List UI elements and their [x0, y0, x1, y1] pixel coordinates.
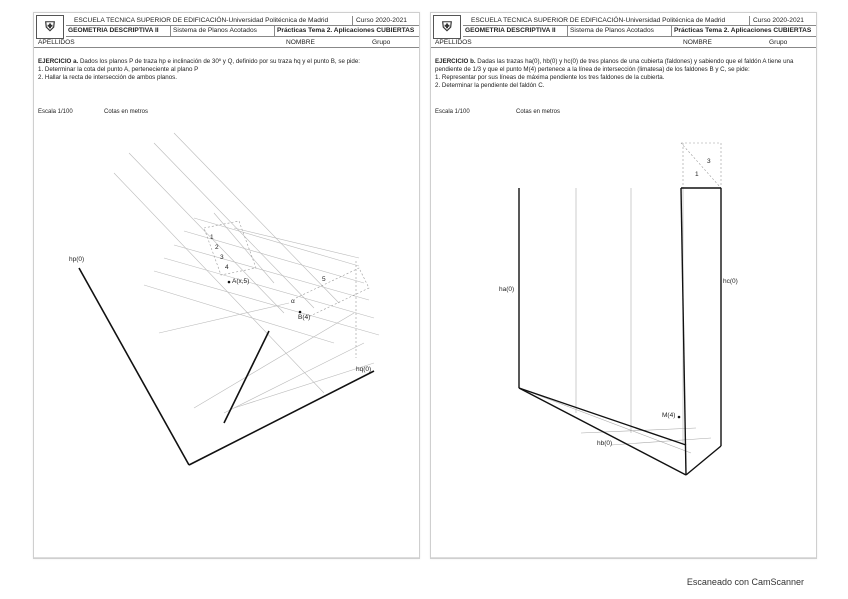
label-ha: ha(0): [499, 286, 514, 293]
group-field: Grupo: [769, 39, 788, 46]
exercise-sheet-b: ⛨ ESCUELA TECNICA SUPERIOR DE EDIFICACIÓ…: [430, 12, 817, 559]
exercise-title: EJERCICIO b.: [435, 58, 476, 65]
label-1: 1: [695, 171, 699, 178]
sheet-header: ⛨ ESCUELA TECNICA SUPERIOR DE EDIFICACIÓ…: [431, 13, 816, 48]
system-name: Sistema de Planos Acotados: [173, 27, 257, 34]
header-row-school: ESCUELA TECNICA SUPERIOR DE EDIFICACIÓN-…: [463, 16, 816, 26]
exercise-item-2: 2. Determinar la pendiente del faldón C.: [435, 82, 545, 89]
label-alpha: α: [291, 298, 295, 305]
construction-box: [295, 267, 370, 319]
slope-triangle: [680, 142, 722, 189]
school-name: ESCUELA TECNICA SUPERIOR DE EDIFICACIÓN-…: [471, 17, 726, 24]
guide-line: [163, 257, 375, 319]
label-1: 1: [210, 234, 214, 241]
guide-line: [193, 312, 355, 409]
guide-line: [213, 212, 275, 284]
guide-line: [153, 270, 380, 336]
guide-line: [223, 342, 365, 414]
trace-hb: [518, 387, 687, 446]
units-note: Cotas en metros: [516, 109, 561, 115]
label-3: 3: [220, 254, 224, 261]
point-b: [298, 310, 302, 314]
label-hq: hq(0): [356, 366, 371, 373]
intersection-line: [223, 330, 270, 424]
course-year: Curso 2020-2021: [753, 17, 804, 24]
guide-line: [183, 230, 365, 284]
shield-icon: ⛨: [36, 15, 64, 39]
exercise-title: EJERCICIO a.: [38, 58, 79, 65]
subject-name: GEOMETRIA DESCRIPTIVA II: [465, 27, 556, 34]
header-row-student: APELLIDOS NOMBRE Grupo: [431, 38, 816, 48]
name-field: NOMBRE: [683, 39, 712, 46]
surname-field: APELLIDOS: [38, 39, 75, 46]
guide-line: [580, 427, 697, 434]
exercise-statement: EJERCICIO b. Dadas las trazas ha(0), hb(…: [435, 58, 810, 90]
practice-name: Prácticas Tema 2. Aplicaciones CUBIERTAS: [674, 27, 812, 34]
exercise-text: Dadas las trazas ha(0), hb(0) y hc(0) de…: [435, 58, 794, 73]
guide-line: [113, 172, 325, 394]
drawing-b: ha(0) hc(0) hb(0) M(4) 1 3: [499, 142, 738, 476]
scale-note: Escala 1/100: [435, 109, 470, 115]
trace-hq: [188, 370, 375, 466]
exercise-text: Dados los planos P de traza hp e inclina…: [78, 58, 361, 65]
school-name: ESCUELA TECNICA SUPERIOR DE EDIFICACIÓN-…: [74, 17, 329, 24]
surname-field: APELLIDOS: [435, 39, 472, 46]
guide-line: [153, 142, 315, 309]
guide-line: [158, 302, 290, 334]
exercise-sheet-a: ⛨ ESCUELA TECNICA SUPERIOR DE EDIFICACIÓ…: [33, 12, 420, 559]
label-hp: hp(0): [69, 256, 84, 263]
label-5: 5: [322, 276, 326, 283]
header-row-student: APELLIDOS NOMBRE Grupo: [34, 38, 419, 48]
subject-name: GEOMETRIA DESCRIPTIVA II: [68, 27, 159, 34]
label-2: 2: [215, 244, 219, 251]
header-row-subject: GEOMETRIA DESCRIPTIVA II Sistema de Plan…: [463, 26, 816, 37]
shield-icon: ⛨: [433, 15, 461, 39]
trace-hp: [78, 267, 190, 466]
label-hb: hb(0): [597, 440, 612, 447]
label-b: B(4): [298, 314, 310, 321]
label-3: 3: [707, 158, 711, 165]
guide-line: [173, 132, 340, 304]
guide-line: [143, 284, 335, 344]
label-4: 4: [225, 264, 229, 271]
scale-note: Escala 1/100: [38, 109, 73, 115]
construction-box: [203, 220, 257, 276]
label-hc: hc(0): [723, 278, 738, 285]
guide-line: [128, 152, 285, 314]
group-field: Grupo: [372, 39, 391, 46]
exercise-item-2: 2. Hallar la recta de intersección de am…: [38, 74, 177, 81]
valley-line: [680, 187, 687, 476]
units-note: Cotas en metros: [104, 109, 149, 115]
point-a: [227, 280, 231, 284]
guide-line: [233, 362, 375, 409]
ridge-line: [685, 445, 722, 476]
scanner-watermark: Escaneado con CamScanner: [686, 577, 804, 587]
label-m: M(4): [662, 412, 675, 419]
label-a: A(x,5): [232, 278, 249, 285]
point-m: [677, 415, 681, 419]
exercise-item-1: 1. Determinar la cota del punto A, perte…: [38, 66, 199, 73]
drawing-a: hp(0) A(x,5) B(4) hq(0) 1 2 3 4 5 α: [69, 132, 380, 466]
guide-line: [518, 387, 692, 454]
sheet-header: ⛨ ESCUELA TECNICA SUPERIOR DE EDIFICACIÓ…: [34, 13, 419, 48]
guide-line: [233, 227, 360, 259]
guide-line: [173, 244, 370, 301]
practice-name: Prácticas Tema 2. Aplicaciones CUBIERTAS: [277, 27, 415, 34]
guide-line: [193, 217, 360, 267]
header-row-school: ESCUELA TECNICA SUPERIOR DE EDIFICACIÓN-…: [66, 16, 419, 26]
system-name: Sistema de Planos Acotados: [570, 27, 654, 34]
exercise-item-1: 1. Representar por sus líneas de máxima …: [435, 74, 665, 81]
exercise-statement: EJERCICIO a. Dados los planos P de traza…: [38, 58, 413, 82]
name-field: NOMBRE: [286, 39, 315, 46]
course-year: Curso 2020-2021: [356, 17, 407, 24]
header-row-subject: GEOMETRIA DESCRIPTIVA II Sistema de Plan…: [66, 26, 419, 37]
hip-line: [518, 387, 687, 476]
